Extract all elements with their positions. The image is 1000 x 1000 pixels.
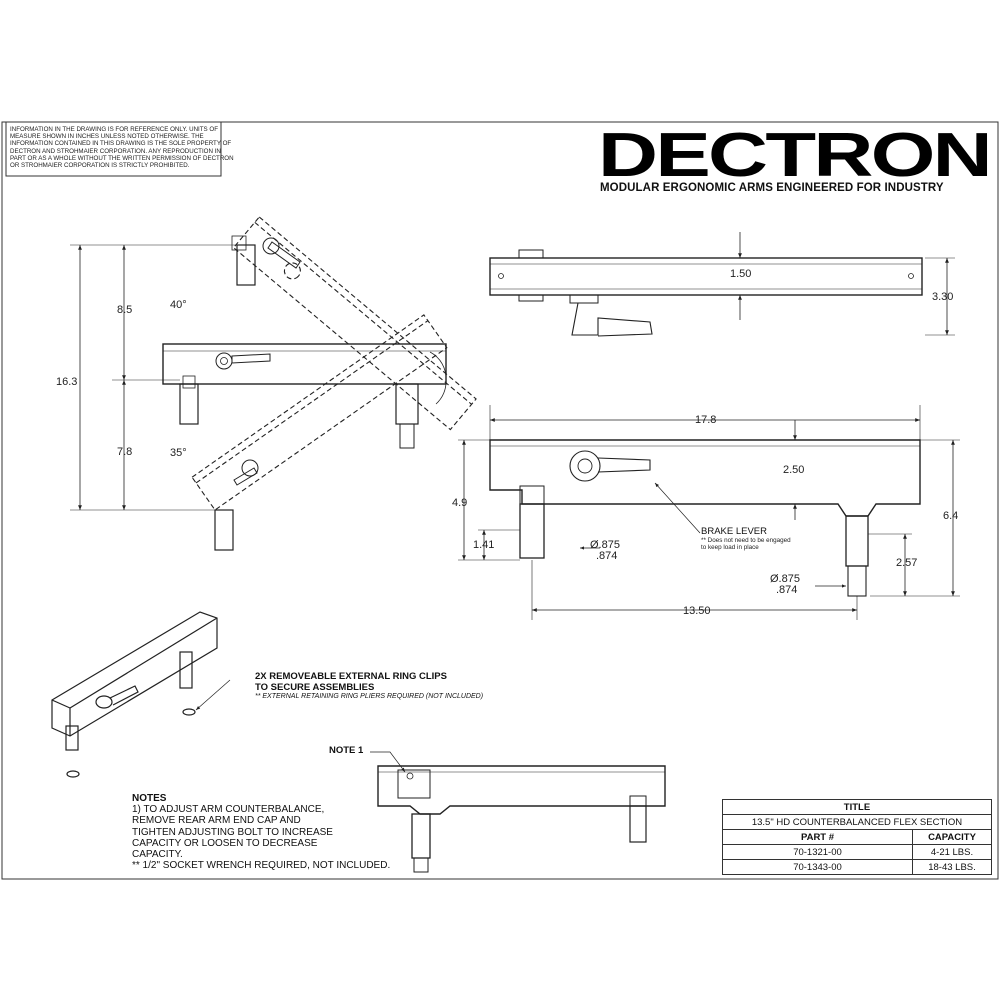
notes-line: 1) TO ADJUST ARM COUNTERBALANCE, bbox=[132, 804, 325, 816]
side-view bbox=[458, 405, 960, 620]
sheet-border bbox=[1, 121, 999, 880]
notes-line: CAPACITY. bbox=[132, 849, 183, 861]
dia-left-b: .874 bbox=[596, 550, 618, 562]
dim-total-height: 16.3 bbox=[56, 376, 78, 388]
part-number: 70-1321-00 bbox=[722, 844, 913, 860]
ring-clip-callout-1: 2X REMOVEABLE EXTERNAL RING CLIPS bbox=[255, 671, 447, 682]
title-block: TITLE 13.5" HD COUNTERBALANCED FLEX SECT… bbox=[722, 799, 992, 875]
dectron-logo: DECTRON bbox=[598, 121, 992, 190]
notes-heading: NOTES bbox=[132, 793, 167, 804]
dim-post-left: 1.41 bbox=[473, 539, 495, 551]
brake-lever-label: BRAKE LEVER bbox=[701, 526, 767, 537]
notes-line: TIGHTEN ADJUSTING BOLT TO INCREASE bbox=[132, 826, 333, 838]
brake-note-1: ** Does not need to be engaged bbox=[701, 537, 791, 544]
part-number: 70-1343-00 bbox=[722, 859, 913, 875]
note-1-label: NOTE 1 bbox=[329, 745, 364, 756]
dim-upper: 8.5 bbox=[117, 304, 133, 316]
dia-right-a: Ø.875 bbox=[770, 573, 800, 585]
notes-block: NOTES 1) TO ADJUST ARM COUNTERBALANCE, R… bbox=[132, 793, 390, 871]
notes-line: CAPACITY OR LOOSEN TO DECREASE bbox=[132, 837, 318, 849]
dim-spacing: 13.50 bbox=[683, 605, 711, 617]
col-capacity-header: CAPACITY bbox=[912, 829, 992, 845]
dim-depth: 2.50 bbox=[783, 464, 805, 476]
dim-post-right: 2.57 bbox=[896, 557, 918, 569]
dim-lower: 7.8 bbox=[117, 446, 133, 458]
table-row: 70-1343-00 18-43 LBS. bbox=[722, 859, 992, 875]
notes-line: ** 1/2" SOCKET WRENCH REQUIRED, NOT INCL… bbox=[132, 860, 391, 872]
dia-right-b: .874 bbox=[776, 584, 798, 596]
ring-clip-callout-2: TO SECURE ASSEMBLIES bbox=[255, 682, 375, 693]
dim-left-height: 4.9 bbox=[452, 497, 468, 509]
notes-line: REMOVE REAR ARM END CAP AND bbox=[132, 815, 301, 827]
ring-clip-note: ** EXTERNAL RETAINING RING PLIERS REQUIR… bbox=[255, 693, 484, 700]
table-row: 70-1321-00 4-21 LBS. bbox=[722, 844, 992, 860]
brake-note-2: to keep load in place bbox=[701, 544, 759, 551]
col-part-header: PART # bbox=[722, 829, 913, 845]
isometric-view bbox=[51, 611, 231, 778]
dim-length: 17.8 bbox=[695, 414, 717, 426]
capacity-value: 4-21 LBS. bbox=[912, 844, 992, 860]
logo-lettering: DECTRON bbox=[598, 121, 990, 190]
dim-top-width: 1.50 bbox=[730, 268, 752, 280]
angle-down: 35° bbox=[170, 447, 187, 459]
dia-left-a: Ø.875 bbox=[590, 539, 620, 551]
dim-right-height: 6.4 bbox=[943, 510, 959, 522]
capacity-value: 18-43 LBS. bbox=[912, 859, 992, 875]
title-label: TITLE bbox=[722, 799, 992, 815]
top-view bbox=[489, 232, 955, 337]
note-1-view bbox=[370, 751, 666, 873]
disclaimer-box bbox=[5, 121, 222, 177]
angle-up: 40° bbox=[170, 299, 187, 311]
dim-top-height: 3.30 bbox=[932, 291, 954, 303]
range-of-motion-view bbox=[70, 216, 477, 551]
brand-tagline: MODULAR ERGONOMIC ARMS ENGINEERED FOR IN… bbox=[600, 182, 944, 194]
disclaimer-text: INFORMATION IN THE DRAWING IS FOR REFERE… bbox=[10, 126, 234, 170]
title-value: 13.5" HD COUNTERBALANCED FLEX SECTION bbox=[722, 814, 992, 830]
